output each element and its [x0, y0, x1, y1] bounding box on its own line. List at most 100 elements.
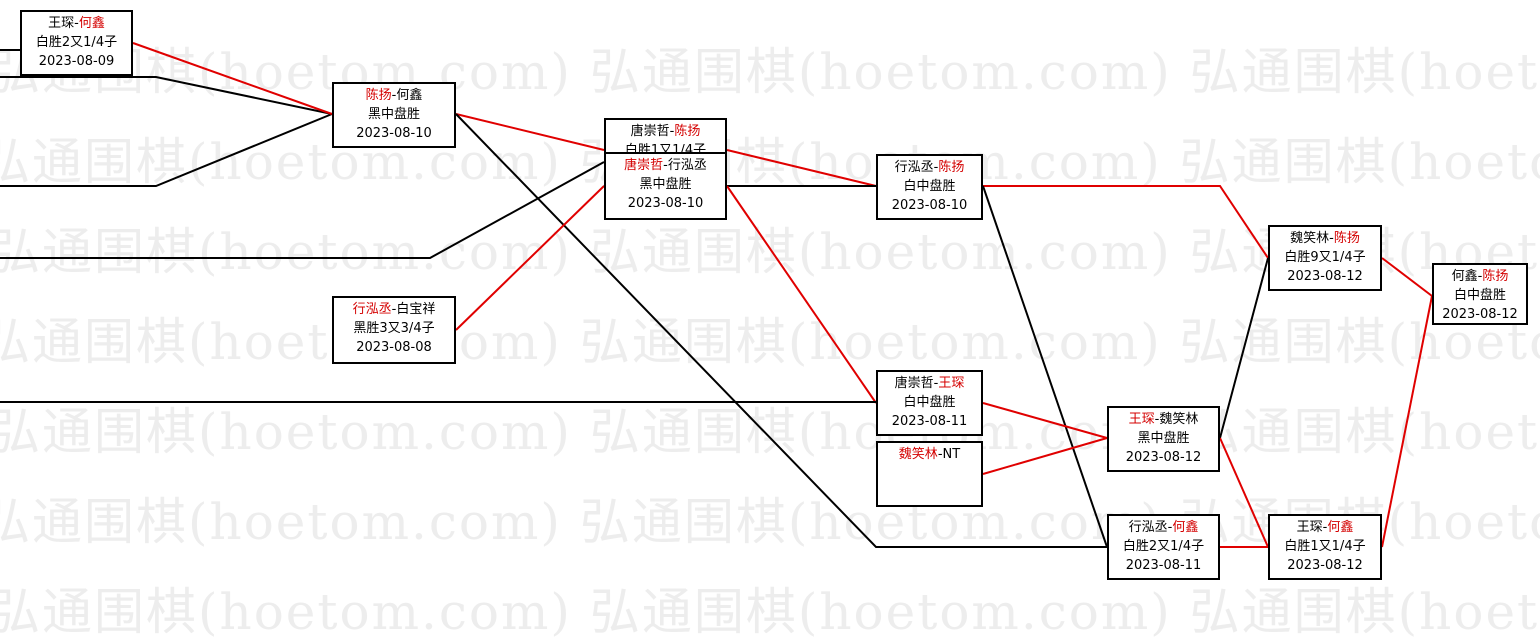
match-box: 行泓丞-陈扬白中盘胜 2023-08-10 — [876, 154, 983, 220]
bracket-connector-lines — [0, 42, 1433, 548]
player-white: 陈扬 — [1333, 231, 1360, 246]
player-separator: - — [1167, 520, 1173, 535]
match-result: 黑中盘胜 — [639, 177, 692, 192]
player-white: 魏笑林 — [1159, 412, 1199, 427]
player-white: 何鑫 — [396, 88, 423, 103]
player-black: 王琛 — [48, 16, 75, 31]
player-white: 行泓丞 — [667, 158, 707, 173]
match-date: 2023-08-10 — [891, 198, 968, 213]
connector-line — [726, 149, 877, 187]
match-result: 白中盘胜 — [1453, 288, 1506, 303]
player-separator: - — [669, 124, 675, 139]
player-white: 白宝祥 — [396, 302, 436, 317]
match-date: 2023-08-10 — [627, 196, 704, 211]
connector-line — [1219, 257, 1269, 439]
player-separator: - — [1322, 520, 1328, 535]
connector-line — [0, 113, 333, 187]
connector-line — [982, 437, 1108, 475]
match-box: 王琛-魏笑林黑中盘胜 2023-08-12 — [1107, 406, 1220, 472]
player-separator: - — [663, 158, 668, 173]
match-box: 唐崇哲-王琛白中盘胜 2023-08-11 — [876, 370, 983, 436]
player-separator: - — [1477, 269, 1483, 284]
player-black: 唐崇哲 — [630, 124, 670, 139]
match-result: 黑中盘胜 — [367, 107, 420, 122]
connector-line — [0, 161, 605, 259]
match-box: 魏笑林-陈扬白胜9又1/4子 2023-08-12 — [1268, 225, 1382, 291]
player-black: 何鑫 — [1451, 269, 1478, 284]
connector-line — [1219, 437, 1269, 548]
match-result: 白胜9又1/4子 — [1284, 250, 1366, 265]
match-result: 黑胜3又3/4子 — [353, 321, 435, 336]
match-box: 唐崇哲-行泓丞黑中盘胜 2023-08-10 — [604, 152, 727, 220]
player-separator: - — [1154, 412, 1160, 427]
connector-line — [455, 113, 605, 151]
match-box: 王琛-何鑫白胜1又1/4子 2023-08-12 — [1268, 514, 1382, 580]
match-players: 王琛-魏笑林 — [1109, 410, 1218, 429]
player-black: 行泓丞 — [894, 160, 934, 175]
match-box: 陈扬-何鑫黑中盘胜 2023-08-10 — [332, 82, 456, 148]
match-players: 唐崇哲-行泓丞 — [606, 156, 725, 175]
player-white: NT — [942, 447, 961, 462]
match-box: 魏笑林-NT — [876, 441, 983, 507]
match-players: 唐崇哲-王琛 — [878, 374, 981, 393]
match-date: 2023-08-12 — [1287, 558, 1363, 573]
player-black: 行泓丞 — [1128, 520, 1168, 535]
match-players: 行泓丞-何鑫 — [1109, 518, 1218, 537]
connector-line — [982, 185, 1108, 548]
match-result: 黑中盘胜 — [1137, 431, 1190, 446]
match-result: 白胜1又1/4子 — [1284, 539, 1366, 554]
match-result: 白中盘胜 — [903, 395, 956, 410]
player-separator: - — [1329, 231, 1334, 246]
match-date: 2023-08-12 — [1125, 450, 1202, 465]
player-separator: - — [74, 16, 79, 31]
connector-line — [132, 42, 333, 115]
connector-line — [726, 185, 877, 404]
match-date: 2023-08-11 — [1125, 558, 1202, 573]
match-result: 白中盘胜 — [903, 179, 956, 194]
player-black: 行泓丞 — [352, 302, 392, 317]
player-black: 唐崇哲 — [894, 376, 934, 391]
match-players: 何鑫-陈扬 — [1434, 267, 1526, 286]
player-black: 魏笑林 — [1290, 231, 1330, 246]
player-white: 何鑫 — [78, 16, 105, 31]
match-date: 2023-08-12 — [1442, 307, 1518, 322]
match-players: 唐崇哲-陈扬 — [606, 122, 725, 141]
player-separator: - — [933, 160, 939, 175]
player-black: 陈扬 — [365, 88, 392, 103]
match-date: 2023-08-08 — [356, 340, 432, 355]
player-separator: - — [391, 302, 397, 317]
player-white: 陈扬 — [1482, 269, 1509, 284]
connector-line — [0, 76, 333, 115]
connector-line — [455, 113, 1107, 548]
match-result: 白胜2又1/4子 — [35, 35, 118, 50]
player-white: 陈扬 — [674, 124, 701, 139]
player-black: 王琛 — [1296, 520, 1323, 535]
match-date: 2023-08-11 — [891, 414, 968, 429]
player-white: 王琛 — [938, 376, 965, 391]
connector-line — [983, 185, 1269, 259]
connector-line — [455, 185, 605, 331]
match-box: 王琛-何鑫白胜2又1/4子 2023-08-09 — [20, 10, 133, 76]
player-separator: - — [391, 88, 397, 103]
player-white: 陈扬 — [938, 160, 965, 175]
connector-line — [1381, 295, 1433, 548]
match-players: 王琛-何鑫 — [22, 14, 131, 33]
player-white: 何鑫 — [1172, 520, 1199, 535]
match-players: 行泓丞-陈扬 — [878, 158, 981, 177]
player-black: 唐崇哲 — [624, 158, 664, 173]
match-players: 行泓丞-白宝祥 — [334, 300, 454, 319]
connector-line — [1381, 257, 1433, 297]
player-black: 魏笑林 — [898, 447, 938, 462]
match-date: 2023-08-12 — [1287, 269, 1363, 284]
player-separator: - — [933, 376, 939, 391]
match-players: 魏笑林-NT — [878, 445, 981, 464]
player-separator: - — [937, 447, 943, 462]
match-players: 魏笑林-陈扬 — [1270, 229, 1380, 248]
match-box: 行泓丞-白宝祥黑胜3又3/4子 2023-08-08 — [332, 296, 456, 364]
match-date: 2023-08-10 — [356, 126, 432, 141]
match-date: 2023-08-09 — [38, 54, 115, 69]
player-black: 王琛 — [1128, 412, 1155, 427]
match-players: 王琛-何鑫 — [1270, 518, 1380, 537]
match-players: 陈扬-何鑫 — [334, 86, 454, 105]
